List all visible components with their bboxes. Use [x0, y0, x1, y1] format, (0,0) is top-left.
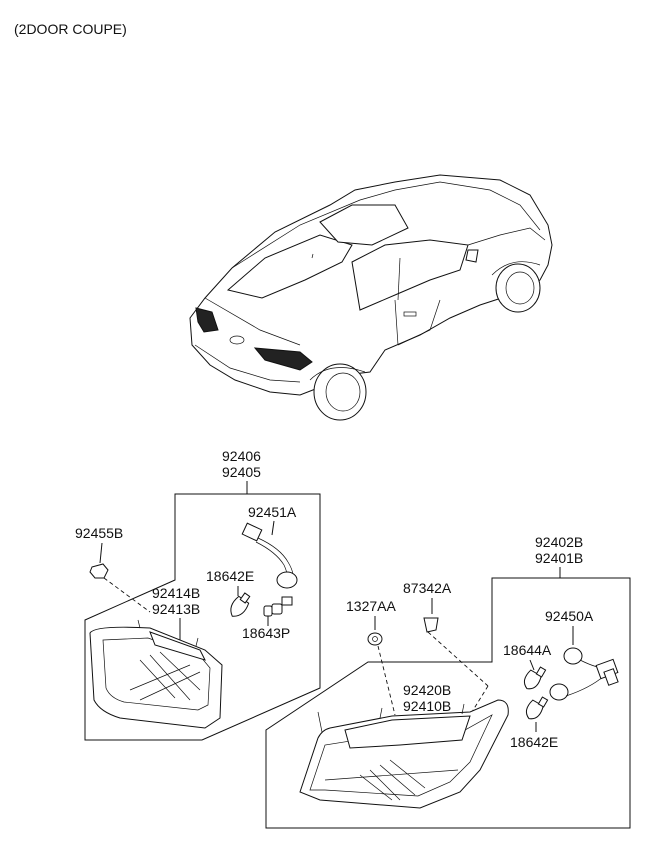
label-87342A: 87342A	[403, 580, 452, 596]
right-group-frame	[265, 577, 631, 829]
right-lamp-group: 92402B 92401B 87342A 1327AA 92450A 18644…	[265, 534, 631, 829]
label-18643P: 18643P	[242, 625, 290, 641]
clip-87342A-icon	[423, 617, 439, 633]
label-92414B: 92414B	[152, 585, 200, 601]
label-92450A: 92450A	[545, 608, 594, 624]
bulb-18642E-right-icon	[525, 696, 549, 720]
socket-92450A-icon	[549, 647, 619, 701]
nut-92455B-icon	[89, 563, 109, 579]
code-92405: 92405	[222, 464, 261, 480]
label-18642E-left: 18642E	[206, 568, 254, 584]
bulb-18642E-icon	[230, 592, 251, 617]
label-18644A: 18644A	[503, 642, 552, 658]
right-tail-lamp-icon	[299, 699, 509, 809]
label-92413B: 92413B	[152, 601, 200, 617]
car-illustration	[189, 174, 553, 421]
bulb-18643P-icon	[263, 596, 293, 617]
label-18642E-right: 18642E	[510, 734, 558, 750]
left-tail-lamp-icon	[89, 619, 223, 729]
left-lamp-group: 92406 92405 92455B 92451A 18642E	[75, 448, 321, 741]
code-92401B: 92401B	[535, 550, 583, 566]
code-92406: 92406	[222, 448, 261, 464]
nut-1327AA-icon	[367, 632, 383, 646]
bulb-18644A-icon	[523, 666, 547, 690]
label-92410B: 92410B	[403, 698, 451, 714]
code-92402B: 92402B	[535, 534, 583, 550]
label-1327AA: 1327AA	[346, 598, 396, 614]
label-92451A: 92451A	[248, 504, 297, 520]
label-92455B: 92455B	[75, 525, 123, 541]
wiring-harness-92451A-icon	[241, 522, 298, 589]
diagram-title: (2DOOR COUPE)	[14, 21, 127, 37]
left-group-frame	[84, 493, 321, 741]
label-92420B: 92420B	[403, 682, 451, 698]
